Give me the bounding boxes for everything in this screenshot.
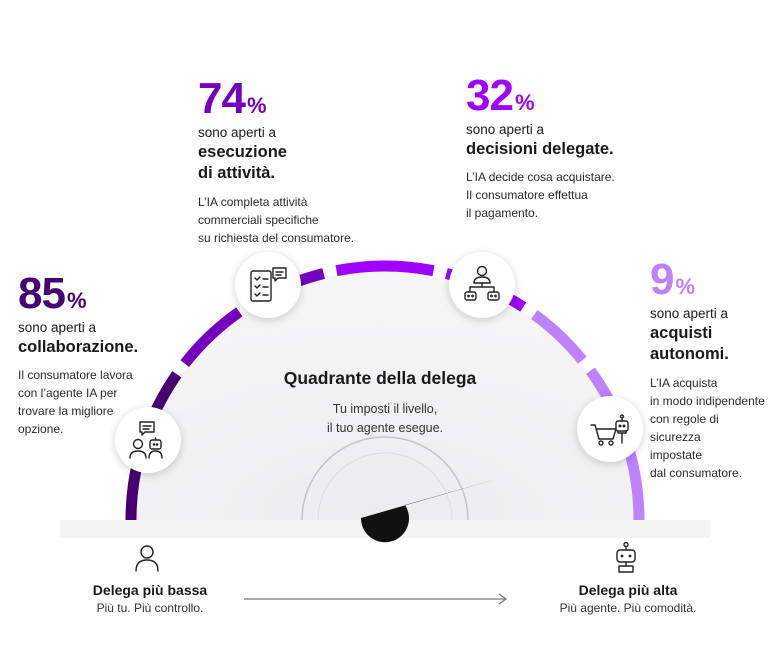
percent-sign: %: [66, 288, 87, 313]
percent-value: 9: [650, 255, 675, 304]
stat-heading: acquisti autonomi.: [650, 323, 770, 366]
percent-value: 85: [18, 269, 66, 318]
stat-description: L’IA decide cosa acquistare. Il consumat…: [466, 168, 666, 222]
footer-low-delegation: Delega più bassa Più tu. Più controllo.: [70, 582, 230, 615]
dial-arc-segment: [531, 310, 587, 364]
gauge-inner-ring-2: [317, 452, 453, 521]
robot-icon: [616, 541, 636, 573]
stat-description: Il consumatore lavora con l’agente IA pe…: [18, 366, 188, 438]
subtitle-line: Tu imposti il livello,: [332, 402, 438, 416]
percent-sign: %: [514, 90, 535, 115]
footer-high-delegation: Delega più alta Più agente. Più comodità…: [548, 582, 708, 615]
dial-arc-segment: [180, 307, 243, 368]
stat-description: L’IA acquista in modo indipendente con r…: [650, 374, 770, 482]
footer-left-title: Delega più bassa: [92, 582, 208, 598]
dial-title: Quadrante della delega: [283, 368, 477, 388]
desc-line: L’IA decide cosa acquistare.: [466, 170, 615, 185]
footer-left-subtitle: Più tu. Più controllo.: [96, 601, 204, 615]
stat-autonomous-purchases: 9% sono aperti a acquisti autonomi. L’IA…: [650, 258, 770, 482]
stat-collaboration-percent: 85%: [18, 272, 188, 316]
subtitle-line: il tuo agente esegue.: [326, 420, 444, 435]
stat-intro: sono aperti a: [650, 306, 729, 321]
stat-description: L’IA completa attività commerciali speci…: [198, 193, 398, 247]
percent-sign: %: [246, 93, 267, 118]
desc-line: dal consumatore.: [650, 465, 743, 480]
desc-line: con regole di sicurezza: [650, 411, 719, 444]
person-robots-icon: [449, 252, 515, 318]
dial-needle: [360, 479, 497, 543]
stat-heading: collaborazione.: [18, 337, 188, 358]
desc-line: il pagamento.: [466, 206, 539, 221]
person-icon: [135, 545, 159, 572]
dial-arc-segment: [335, 260, 435, 277]
stat-autonomous-percent: 9%: [650, 258, 770, 302]
desc-line: con l’agente IA per: [18, 386, 118, 401]
footer-right-title: Delega più alta: [578, 582, 678, 598]
stat-task-execution: 74% sono aperti a esecuzione di attività…: [198, 77, 398, 247]
stat-intro: sono aperti a: [18, 320, 97, 335]
desc-line: opzione.: [18, 422, 64, 437]
stat-task-execution-percent: 74%: [198, 77, 398, 121]
desc-line: Il consumatore lavora: [18, 368, 133, 383]
stat-intro: sono aperti a: [198, 125, 277, 140]
desc-line: commerciali specifiche: [198, 212, 319, 227]
collaboration-chat-icon: [115, 407, 181, 473]
heading-line: acquisti: [650, 324, 713, 342]
desc-line: impostate: [650, 447, 703, 462]
dial-face: [135, 270, 635, 520]
desc-line: su richiesta del consumatore.: [198, 230, 355, 245]
footer-right-subtitle: Più agente. Più comodità.: [559, 601, 697, 615]
percent-sign: %: [675, 274, 696, 299]
heading-line: esecuzione: [198, 143, 287, 161]
percent-value: 32: [466, 71, 514, 120]
heading-line: autonomi.: [650, 345, 729, 364]
stat-delegated-decisions: 32% sono aperti a decisioni delegate. L’…: [466, 74, 666, 222]
desc-line: in modo indipendente: [650, 393, 765, 408]
heading-line: di attività.: [198, 164, 276, 183]
stat-heading: esecuzione di attività.: [198, 142, 398, 185]
cart-robot-icon: [577, 396, 643, 462]
heading-line: decisioni delegate.: [466, 140, 614, 158]
stat-collaboration: 85% sono aperti a collaborazione. Il con…: [18, 272, 188, 438]
stat-intro: sono aperti a: [466, 122, 545, 137]
stat-heading: decisioni delegate.: [466, 139, 666, 160]
desc-line: trovare la migliore: [18, 404, 114, 419]
desc-line: Il consumatore effettua: [466, 188, 588, 203]
gauge-inner-ring: [301, 436, 469, 521]
checklist-chat-icon: [235, 252, 301, 318]
heading-line: collaborazione.: [18, 338, 139, 356]
desc-line: L’IA acquista: [650, 375, 718, 390]
percent-value: 74: [198, 74, 246, 123]
stat-delegated-decisions-percent: 32%: [466, 74, 666, 118]
arrow-right-icon: [244, 593, 508, 605]
dial-subtitle: Tu imposti il livello, il tuo agente ese…: [260, 400, 510, 438]
desc-line: L’IA completa attività: [198, 194, 308, 209]
